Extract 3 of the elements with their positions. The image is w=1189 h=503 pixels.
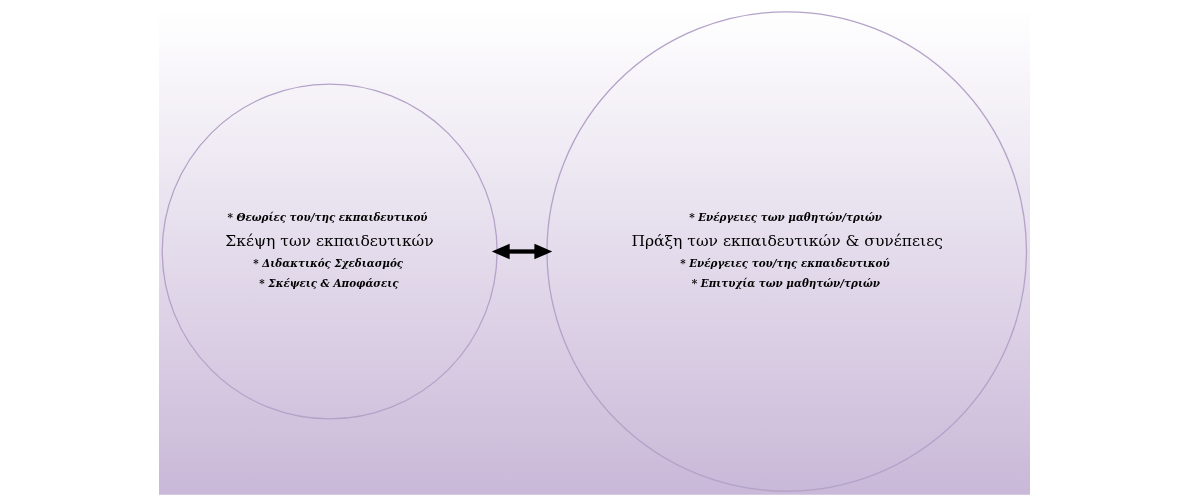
arrow (491, 243, 553, 260)
node-circle: * Ενέργειες των μαθητών/τριών Πράξη των εκπαιδευτικών & συνέπειες * Ενέργειες του/της εκπαιδευτικού * Επιτυχία των μαθητών/τριών (546, 11, 1028, 492)
node-circle: * Θεωρίες του/της εκπαιδευτικού Σκέψη των εκπαιδευτικών * Διδακτικός Σχεδιασμός * Σκέψεις & Αποφάσεις (161, 83, 498, 420)
